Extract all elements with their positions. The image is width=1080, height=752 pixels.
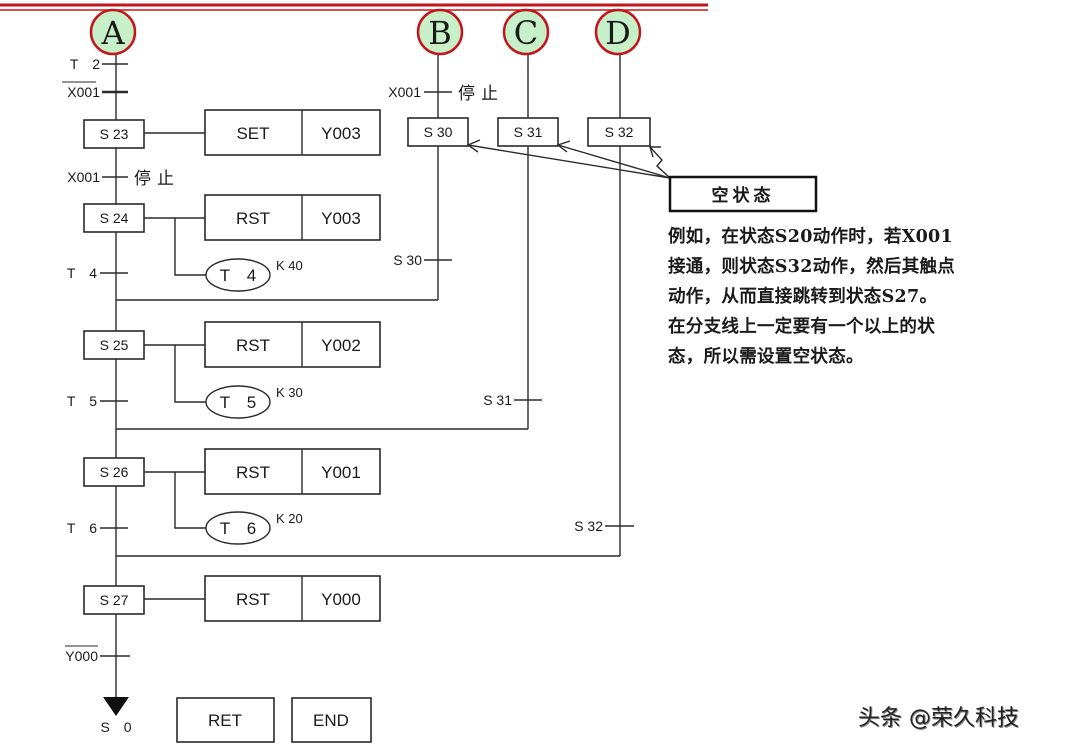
svg-text:K 40: K 40	[276, 258, 303, 273]
svg-text:SET: SET	[236, 124, 269, 143]
branch-c-exit: S 31	[483, 392, 542, 408]
watermark: 头条 @荣久科技	[858, 706, 1019, 731]
svg-text:Y000: Y000	[65, 648, 98, 664]
step-s26: S 26 RST Y001 T 6 K 20	[83, 448, 381, 545]
header-rule	[0, 3, 708, 11]
svg-text:停止: 停止	[458, 84, 504, 104]
svg-text:S 30: S 30	[393, 252, 422, 268]
empty-state-callout: 空状态	[668, 175, 818, 213]
ret-instruction: RET	[176, 697, 275, 743]
svg-text:S 31: S 31	[514, 124, 543, 140]
branch-circle-c: C	[502, 8, 550, 56]
svg-text:S 25: S 25	[100, 337, 129, 353]
timer-coil	[205, 385, 271, 419]
arrow-head-icon	[556, 140, 571, 153]
svg-text:RST: RST	[236, 463, 270, 482]
svg-text:T 2: T 2	[70, 56, 100, 72]
state-s30: S 30	[407, 117, 469, 147]
svg-text:T 6: T 6	[67, 520, 97, 536]
svg-text:Y001: Y001	[321, 463, 361, 482]
svg-text:X001: X001	[67, 84, 100, 100]
svg-text:S 27: S 27	[100, 592, 129, 608]
jump-arrow-s0: S 0	[100, 697, 132, 735]
svg-text:Y002: Y002	[321, 336, 361, 355]
svg-text:RST: RST	[236, 590, 270, 609]
description-line: 例如，在状态S20动作时，若X001	[668, 227, 953, 247]
timer-coil	[205, 258, 271, 292]
transition-x001-stop: X001 停止	[67, 169, 180, 189]
branch-d-exit: S 32	[574, 518, 634, 534]
branch-b-exit: S 30	[393, 252, 452, 268]
svg-text:X001: X001	[388, 84, 421, 100]
svg-text:S 32: S 32	[574, 518, 603, 534]
svg-text:T 4: T 4	[220, 266, 257, 285]
svg-text:T 5: T 5	[67, 393, 97, 409]
transition-t5: T 5	[67, 393, 128, 409]
transition-t2: T 2	[70, 56, 128, 72]
svg-text:T 6: T 6	[220, 519, 257, 538]
svg-text:Y003: Y003	[321, 209, 361, 228]
branch-b-transition: X001 停止	[388, 84, 504, 104]
svg-text:空状态: 空状态	[712, 185, 775, 206]
arrow-head-icon	[649, 146, 661, 158]
svg-text:S 24: S 24	[100, 210, 129, 226]
svg-text:S 31: S 31	[483, 392, 512, 408]
svg-text:RST: RST	[236, 336, 270, 355]
svg-text:S 0: S 0	[100, 719, 131, 735]
branch-letter: C	[514, 14, 538, 52]
step-s27: S 27 RST Y000	[83, 575, 381, 622]
svg-text:Y000: Y000	[321, 590, 361, 609]
branch-circle-a: A	[89, 8, 137, 56]
svg-text:END: END	[313, 711, 349, 730]
step-s23: S 23 SET Y003	[83, 109, 381, 156]
callout-description: 例如，在状态S20动作时，若X001 接通，则状态S32动作，然后其触点 动作，…	[668, 222, 1018, 372]
description-line: 态，所以需设置空状态。	[668, 347, 864, 367]
down-arrow-icon	[103, 697, 129, 716]
arrow-head-icon	[466, 139, 481, 153]
svg-text:K 20: K 20	[276, 511, 303, 526]
branch-letter: B	[428, 14, 452, 52]
svg-text:S 23: S 23	[100, 126, 129, 142]
transition-y000-not: Y000	[65, 645, 130, 664]
svg-text:Y003: Y003	[321, 124, 361, 143]
description-line: 动作，从而直接跳转到状态S27。	[668, 287, 938, 307]
svg-text:RET: RET	[208, 711, 242, 730]
state-s32: S 32	[587, 117, 651, 147]
step-s25: S 25 RST Y002 T 5 K 30	[83, 321, 381, 419]
callout-pointers	[466, 139, 671, 179]
step-s24: S 24 RST Y003 T 4 K 40	[83, 194, 381, 292]
transition-t4: T 4	[67, 265, 128, 281]
svg-text:S 30: S 30	[424, 124, 453, 140]
transition-t6: T 6	[67, 520, 128, 536]
svg-text:T 5: T 5	[220, 393, 257, 412]
branch-circle-b: B	[416, 8, 464, 56]
branch-circle-d: D	[594, 8, 642, 56]
svg-text:T 4: T 4	[67, 265, 97, 281]
description-line: 在分支线上一定要有一个以上的状	[668, 317, 935, 337]
branch-letter: D	[605, 14, 631, 52]
svg-text:停止: 停止	[134, 169, 180, 189]
timer-coil	[205, 511, 271, 545]
state-s31: S 31	[497, 117, 559, 147]
svg-text:S 26: S 26	[100, 464, 129, 480]
description-line: 接通，则状态S32动作，然后其触点	[668, 257, 956, 277]
transition-x001-not: X001	[62, 81, 128, 100]
branch-letter: A	[100, 14, 125, 52]
end-instruction: END	[291, 697, 372, 743]
svg-text:X001: X001	[67, 169, 100, 185]
svg-text:RST: RST	[236, 209, 270, 228]
svg-text:S 32: S 32	[605, 124, 634, 140]
svg-text:K 30: K 30	[276, 385, 303, 400]
